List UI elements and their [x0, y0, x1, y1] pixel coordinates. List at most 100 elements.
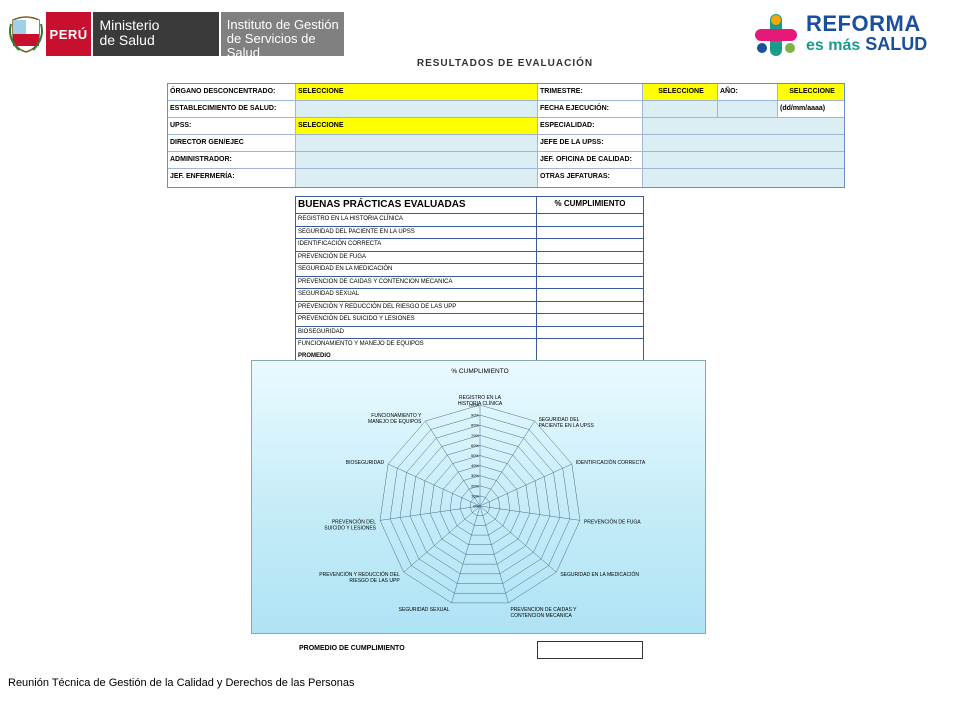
practice-label: IDENTIFICACIÓN CORRECTA — [296, 239, 537, 251]
radar-axis-label: PREVENCIÓN DE FUGA — [584, 518, 641, 525]
promedio-cumplimiento-field[interactable] — [537, 641, 643, 659]
jef-calidad-field[interactable] — [643, 152, 844, 168]
practice-compliance-cell[interactable] — [537, 327, 643, 339]
promedio-label: PROMEDIO — [296, 350, 537, 362]
especialidad-field[interactable] — [643, 118, 844, 134]
radar-spoke — [403, 505, 481, 573]
peru-label: PERÚ — [45, 12, 92, 56]
practice-compliance-cell[interactable] — [537, 227, 643, 239]
radar-tick-label: 50% — [471, 453, 479, 458]
organo-select[interactable]: SELECCIONE — [296, 84, 538, 100]
fecha-label: FECHA EJECUCIÓN: — [538, 101, 643, 117]
director-field[interactable] — [296, 135, 538, 151]
radar-axis-label: SEGURIDAD EN LA MEDICACIÓN — [560, 571, 639, 578]
practice-compliance-cell[interactable] — [537, 239, 643, 251]
radar-tick-label: 70% — [471, 433, 479, 438]
establecimiento-field[interactable] — [296, 101, 538, 117]
radar-tick-label: 80% — [471, 423, 479, 428]
upss-select[interactable]: SELECCIONE — [296, 118, 538, 134]
practice-label: SEGURIDAD SEXUAL — [296, 289, 537, 301]
fecha-field-extra[interactable] — [718, 101, 778, 117]
practice-label: PREVENCIÓN DE FUGA — [296, 251, 537, 263]
practice-label: SEGURIDAD DEL PACIENTE EN LA UPSS — [296, 226, 537, 238]
ministerio-logo: PERÚ Ministerio de Salud Instituto de Ge… — [6, 12, 344, 60]
table-row: BIOSEGURIDAD — [296, 326, 643, 339]
radar-axis-label: IDENTIFICACIÓN CORRECTA — [576, 459, 646, 466]
radar-spoke — [479, 505, 509, 603]
jefe-upss-field[interactable] — [643, 135, 844, 151]
practice-compliance-cell[interactable] — [537, 264, 643, 276]
radar-spoke — [479, 463, 572, 507]
form-row: ESTABLECIMIENTO DE SALUD: FECHA EJECUCIÓ… — [168, 101, 844, 118]
practice-label: PREVENCIÓN Y REDUCCIÓN DEL RIESGO DE LAS… — [296, 301, 537, 313]
otras-jefaturas-field[interactable] — [643, 169, 844, 187]
radar-tick-label: 20% — [471, 483, 479, 488]
table-row: PREVENCION DE CAIDAS Y CONTENCION MECANI… — [296, 276, 643, 289]
table-row: IDENTIFICACIÓN CORRECTA — [296, 239, 643, 252]
form-row: UPSS: SELECCIONE ESPECIALIDAD: — [168, 118, 844, 135]
practice-compliance-cell[interactable] — [537, 314, 643, 326]
radar-tick-label: 10% — [471, 493, 479, 498]
radar-tick-label: 100% — [469, 403, 480, 408]
radar-spoke — [479, 505, 581, 521]
form-row: ADMINISTRADOR: JEF. OFICINA DE CALIDAD: — [168, 152, 844, 169]
radar-grid-ring — [469, 495, 491, 516]
practices-header-label: BUENAS PRÁCTICAS EVALUADAS — [296, 197, 537, 213]
radar-tick-label: 40% — [471, 463, 479, 468]
minsa-label: Ministerio de Salud — [93, 12, 219, 56]
table-row: FUNCIONAMIENTO Y MANEJO DE EQUIPOS — [296, 339, 643, 351]
otras-jefaturas-label: OTRAS JEFATURAS: — [538, 169, 643, 187]
page-title: RESULTADOS DE EVALUACIÓN — [416, 58, 594, 69]
practices-table: BUENAS PRÁCTICAS EVALUADAS % CUMPLIMIENT… — [295, 196, 644, 363]
radar-spoke — [388, 463, 481, 507]
igss-label: Instituto de Gestión de Servicios de Sal… — [220, 12, 344, 60]
evaluation-info-form: ÓRGANO DESCONCENTRADO: SELECCIONE TRIMES… — [167, 83, 845, 188]
jef-calidad-label: JEF. OFICINA DE CALIDAD: — [538, 152, 643, 168]
coat-of-arms-icon — [6, 12, 46, 56]
jef-enfermeria-field[interactable] — [296, 169, 538, 187]
practice-compliance-cell[interactable] — [537, 339, 643, 351]
practice-compliance-cell[interactable] — [537, 289, 643, 301]
radar-spoke — [451, 505, 481, 603]
especialidad-label: ESPECIALIDAD: — [538, 118, 643, 134]
radar-tick-label: 30% — [471, 473, 479, 478]
form-row: JEF. ENFERMERÍA: OTRAS JEFATURAS: — [168, 169, 844, 187]
radar-grid-ring — [409, 435, 551, 575]
promedio-row: PROMEDIO — [296, 350, 643, 362]
practice-compliance-cell[interactable] — [537, 214, 643, 226]
establecimiento-label: ESTABLECIMIENTO DE SALUD: — [168, 101, 296, 117]
promedio-cumplimiento-label: PROMEDIO DE CUMPLIMIENTO — [299, 645, 405, 652]
practice-compliance-cell[interactable] — [537, 302, 643, 314]
organo-label: ÓRGANO DESCONCENTRADO: — [168, 84, 296, 100]
practice-label: SEGURIDAD EN LA MEDICACIÓN — [296, 264, 537, 276]
radar-spoke — [379, 505, 481, 521]
radar-grid-ring — [419, 445, 541, 565]
practice-label: PREVENCION DE CAIDAS Y CONTENCION MECANI… — [296, 276, 537, 288]
fecha-field[interactable] — [643, 101, 718, 117]
administrador-field[interactable] — [296, 152, 538, 168]
upss-label: UPSS: — [168, 118, 296, 134]
jef-enfermeria-label: JEF. ENFERMERÍA: — [168, 169, 296, 187]
practices-table-header: BUENAS PRÁCTICAS EVALUADAS % CUMPLIMIENT… — [296, 197, 643, 214]
radar-tick-label: 90% — [471, 413, 479, 418]
fecha-format-hint: (dd/mm/aaaa) — [778, 101, 844, 117]
anio-select[interactable]: SELECCIONE — [778, 84, 844, 100]
reforma-subtitle: es más SALUD — [806, 34, 928, 54]
radar-spoke — [425, 420, 481, 507]
radar-grid-ring — [459, 485, 501, 526]
trimestre-select[interactable]: SELECCIONE — [643, 84, 718, 100]
practice-compliance-cell[interactable] — [537, 252, 643, 264]
table-row: PREVENCIÓN Y REDUCCIÓN DEL RIESGO DE LAS… — [296, 301, 643, 314]
anio-label: AÑO: — [718, 84, 778, 100]
compliance-header-label: % CUMPLIMIENTO — [554, 199, 626, 208]
reforma-logo: REFORMA es más SALUD — [752, 12, 942, 58]
table-row: REGISTRO EN LA HISTORIA CLÍNICA — [296, 214, 643, 227]
reforma-title: REFORMA — [806, 11, 921, 36]
practice-compliance-cell[interactable] — [537, 277, 643, 289]
jefe-upss-label: JEFE DE LA UPSS: — [538, 135, 643, 151]
